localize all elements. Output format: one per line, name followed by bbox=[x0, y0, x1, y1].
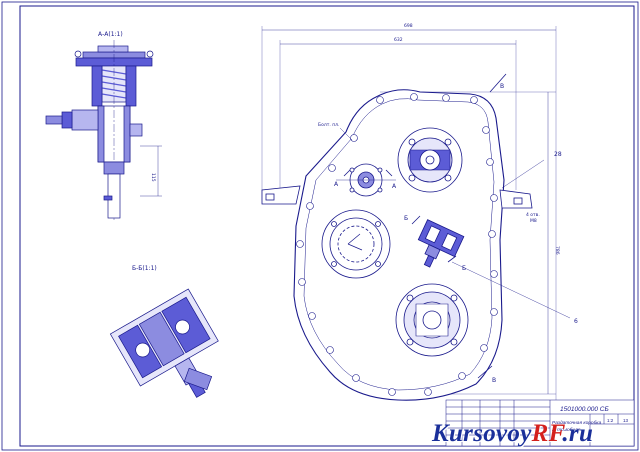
watermark: KursovoyRF.ru bbox=[432, 420, 593, 448]
dim-inner-width: 632 bbox=[394, 37, 403, 43]
mark-b-right: Б bbox=[462, 265, 466, 272]
mark-six: 6 bbox=[574, 318, 578, 325]
note-left: Болт. пл. bbox=[318, 122, 339, 128]
title-block-name-line1: Раздаточная коробка bbox=[552, 420, 602, 426]
dim-right-holes: 4 отв. bbox=[526, 212, 540, 218]
mark-a-right: А bbox=[392, 183, 397, 190]
section-a-title: А-А(1:1) bbox=[98, 31, 123, 38]
main-housing-view bbox=[261, 26, 571, 401]
title-block-name-line2: автомобиля bbox=[552, 427, 581, 433]
watermark-part3: .ru bbox=[562, 420, 594, 447]
title-block-scale: 1:2 bbox=[607, 418, 614, 423]
title-block-code: 1501000.000 СБ bbox=[560, 406, 609, 413]
mark-a-left: А bbox=[334, 181, 339, 188]
section-b-view: Б-Б(1:1) bbox=[109, 265, 219, 398]
drawing-frame bbox=[19, 5, 635, 447]
dim-right-thread: М8 bbox=[530, 218, 537, 224]
dim-overall-width: 698 bbox=[404, 23, 413, 29]
dim-height: 786 bbox=[554, 246, 560, 255]
dim-left: 115 bbox=[150, 173, 156, 182]
section-a-view: А-А(1:1) bbox=[45, 31, 162, 220]
watermark-part2: RF bbox=[531, 420, 563, 447]
section-b-title: Б-Б(1:1) bbox=[132, 265, 157, 272]
mark-v-bottom: В bbox=[492, 377, 496, 384]
title-block bbox=[445, 399, 635, 447]
dim-side-number: 28 bbox=[554, 151, 562, 158]
title-block-sheet: 13 bbox=[623, 418, 629, 423]
mark-v-top: В bbox=[500, 83, 504, 90]
watermark-part1: Kursovoy bbox=[432, 420, 532, 447]
mark-b-left: Б bbox=[404, 215, 408, 222]
